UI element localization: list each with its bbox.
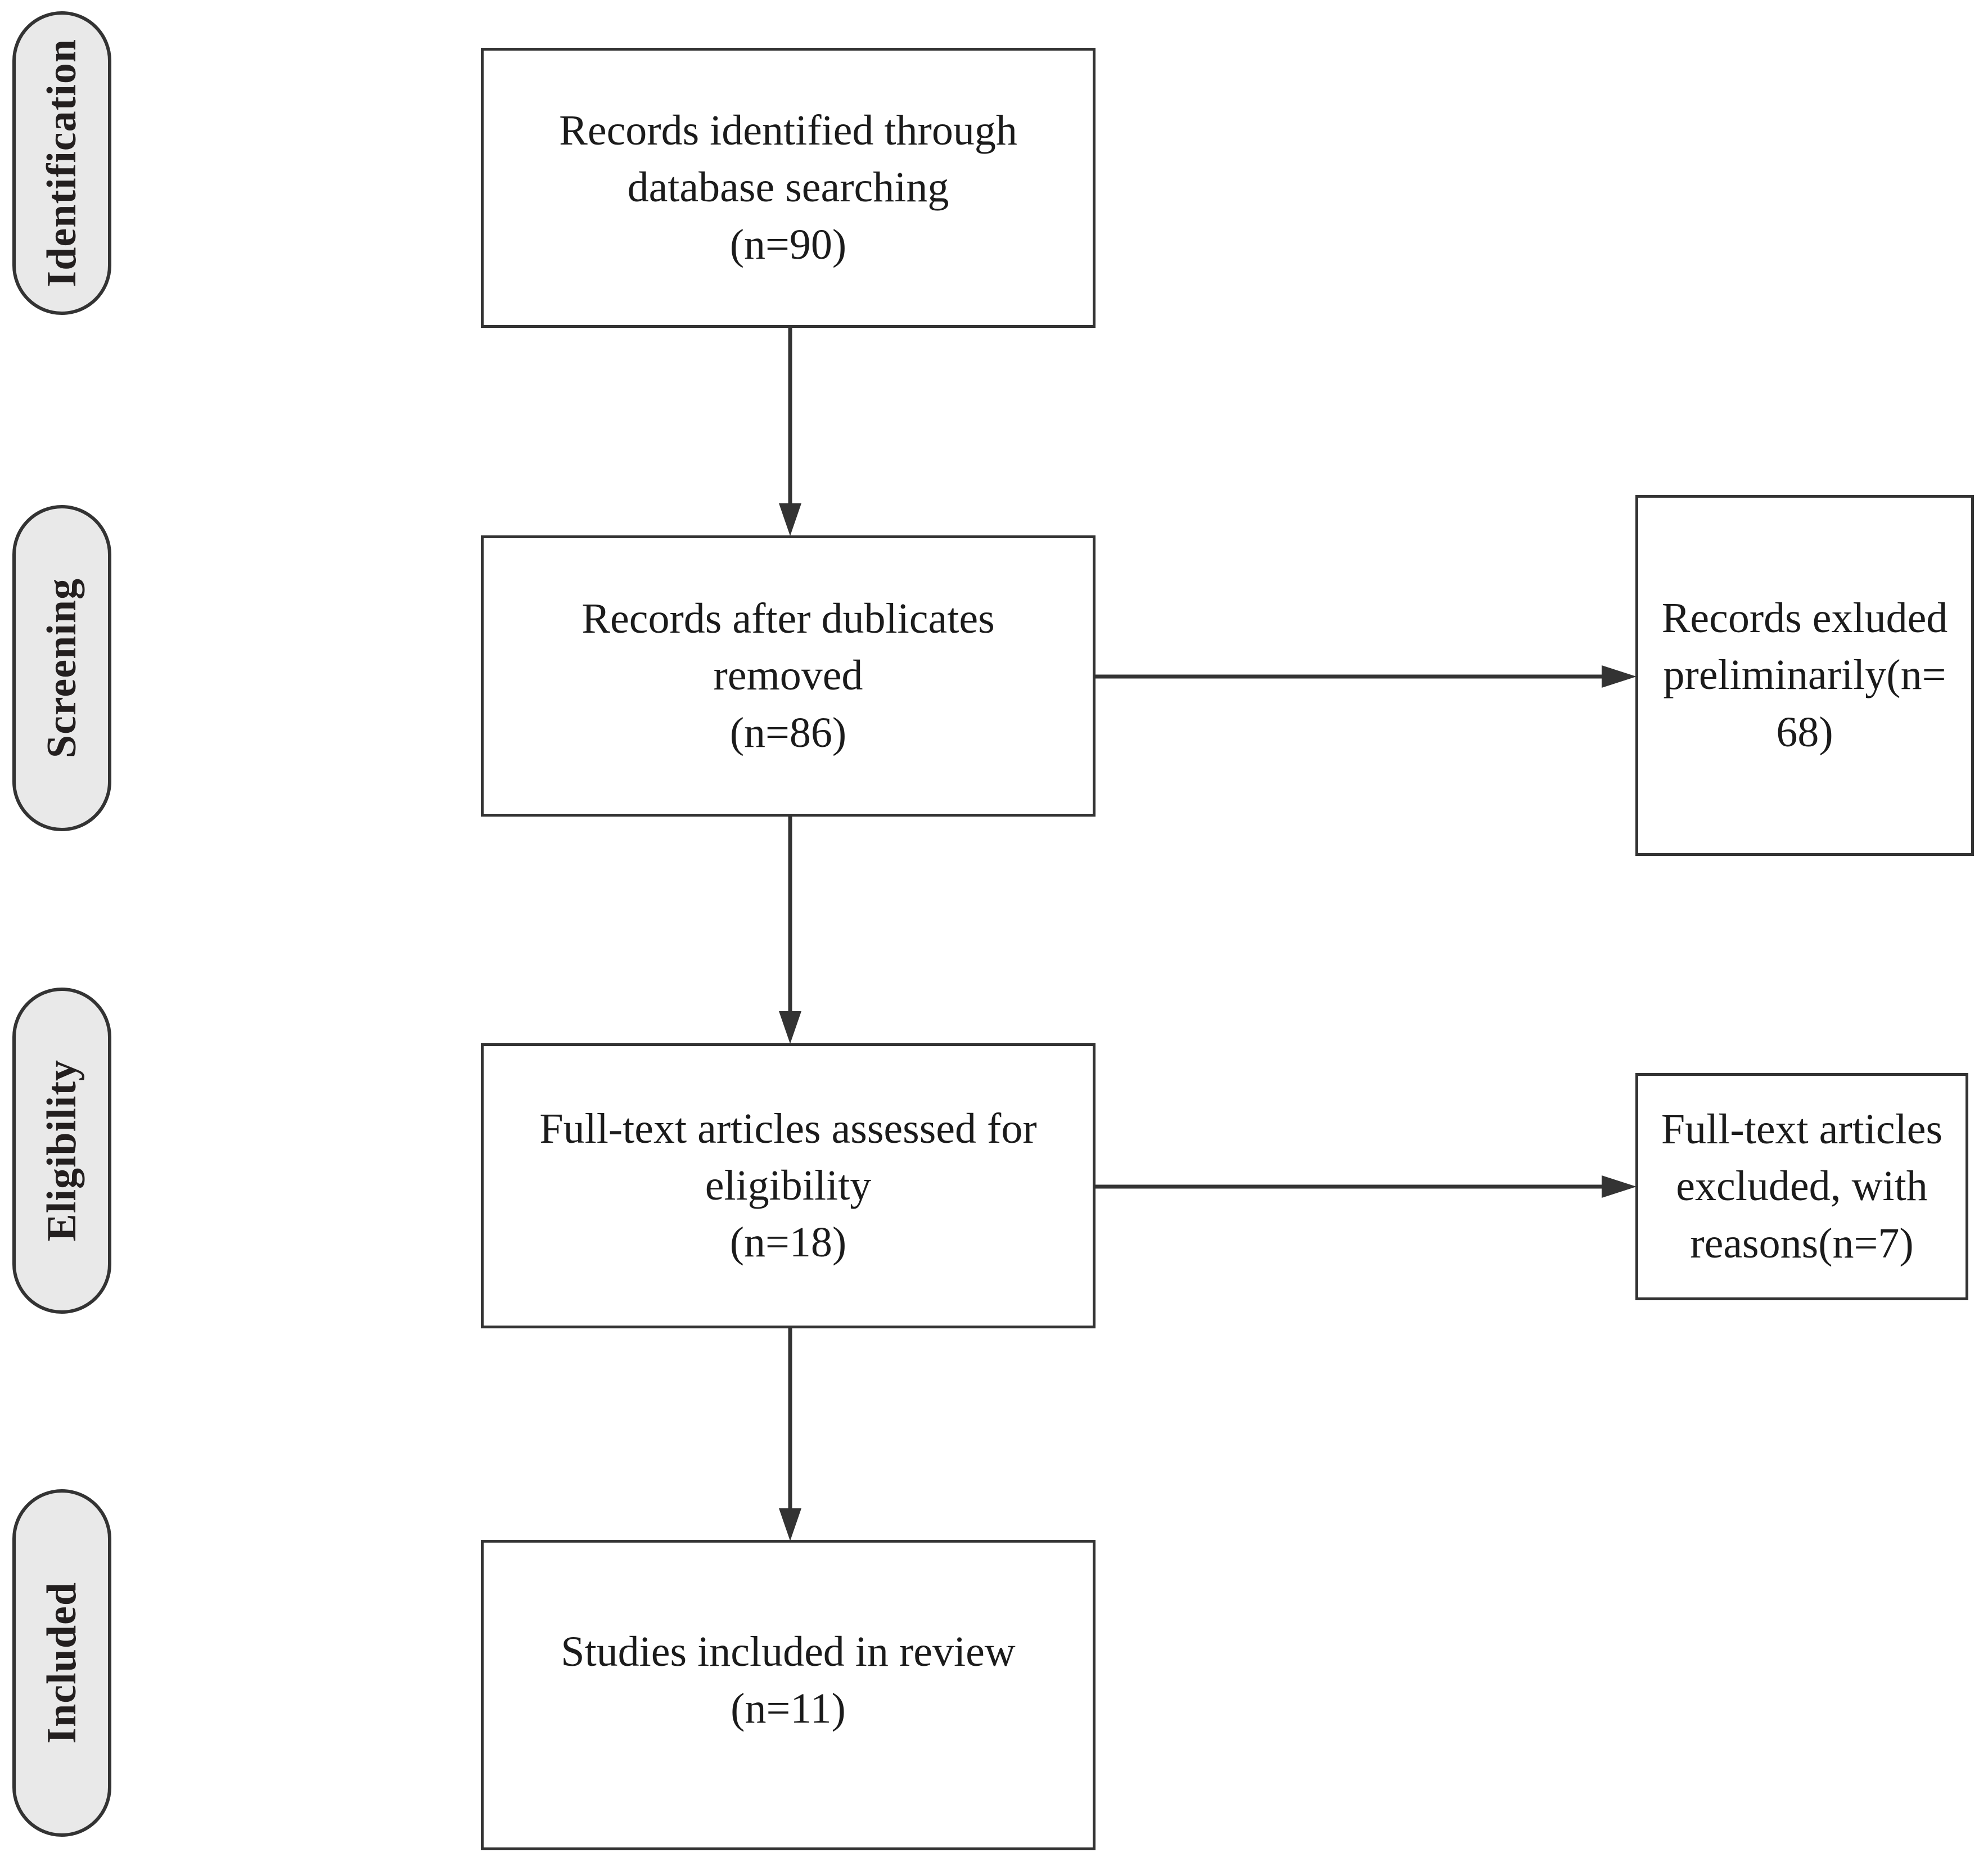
- arrow-fulltext-to-fulltext-excluded: [1094, 1175, 1638, 1198]
- arrow-fulltext-to-studies-included: [779, 1328, 801, 1542]
- box-fulltext-assessed: Full-text articles assessed for eligibil…: [481, 1043, 1096, 1328]
- box-records-excluded-preliminarily-text: Records exluded preliminarily(n= 68): [1661, 594, 1948, 756]
- arrow-identified-to-after-duplicates: [779, 328, 801, 537]
- arrow-after-duplicates-to-excluded-preliminarily: [1094, 665, 1638, 688]
- box-records-excluded-preliminarily: Records exluded preliminarily(n= 68): [1635, 495, 1974, 856]
- box-studies-included-text: Studies included in review (n=11): [561, 1628, 1016, 1732]
- box-studies-included: Studies included in review (n=11): [481, 1540, 1096, 1850]
- box-fulltext-excluded-text: Full-text articles excluded, with reason…: [1661, 1106, 1943, 1267]
- stage-label-included: Included: [39, 1582, 85, 1744]
- stage-label-eligibility: Eligibility: [39, 1060, 85, 1242]
- stage-label-screening: Screening: [39, 578, 85, 759]
- box-records-identified-text: Records identified through database sear…: [559, 107, 1017, 268]
- box-records-after-duplicates-text: Records after dublicates removed (n=86): [581, 595, 995, 756]
- stage-pill-eligibility: Eligibility: [12, 988, 111, 1314]
- box-fulltext-excluded: Full-text articles excluded, with reason…: [1635, 1073, 1968, 1300]
- arrow-after-duplicates-to-fulltext: [779, 817, 801, 1045]
- stage-pill-identification: Identification: [12, 11, 111, 315]
- box-records-after-duplicates: Records after dublicates removed (n=86): [481, 535, 1096, 817]
- stage-pill-screening: Screening: [12, 505, 111, 831]
- stage-pill-included: Included: [12, 1489, 111, 1837]
- box-records-identified: Records identified through database sear…: [481, 48, 1096, 328]
- stage-label-identification: Identification: [39, 39, 85, 287]
- box-fulltext-assessed-text: Full-text articles assessed for eligibil…: [539, 1105, 1037, 1266]
